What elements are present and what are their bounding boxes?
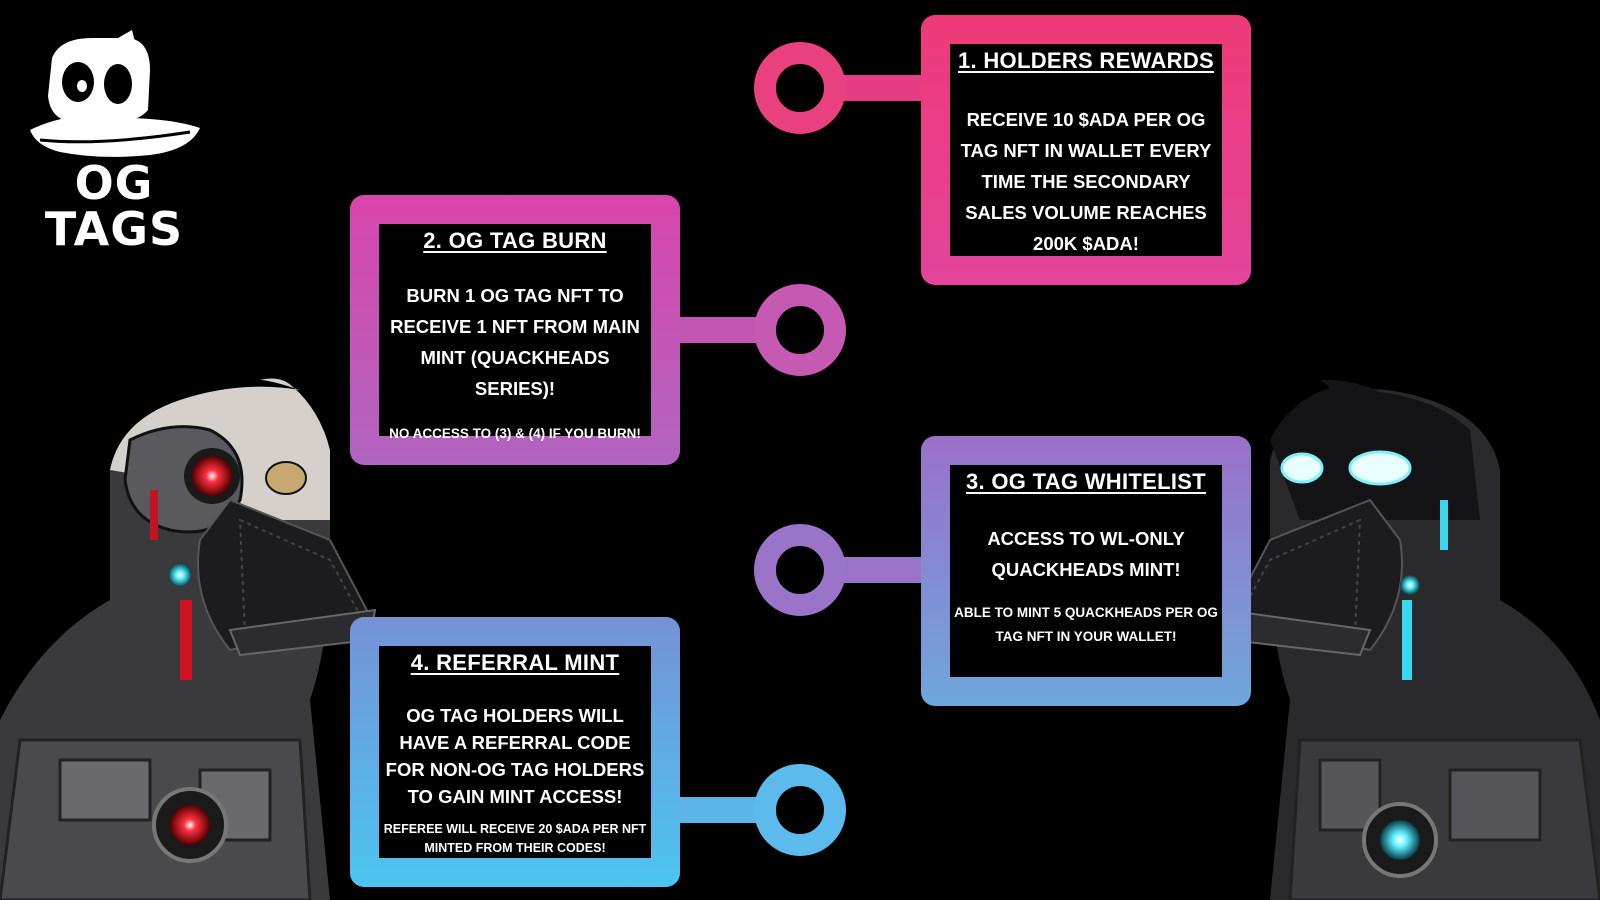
card-content: 2. OG Tag Burn Burn 1 OG Tag NFT to rece… [379,224,651,441]
card-note: Referee will receive 20 $ADA per NFT min… [383,822,647,855]
card-holders-rewards: 1. Holders Rewards Receive 10 $ADA per O… [921,15,1251,285]
timeline-node-4 [754,764,846,856]
card-note: No access to (3) & (4) if you burn! [389,426,641,441]
card-description: Access to WL-only Quackheads mint! [987,528,1185,580]
card-title: 1. Holders Rewards [958,48,1214,73]
card-content: 4. Referral Mint OG Tag holders will hav… [379,646,651,858]
red-light-strip [180,600,192,680]
card-referral-mint: 4. Referral Mint OG Tag holders will hav… [350,617,680,887]
card-title: 4. Referral Mint [410,650,620,675]
timeline-node-1 [754,42,846,134]
right-cyborg-duck-illustration [1223,379,1600,900]
timeline [675,0,925,900]
card-description: Burn 1 OG Tag NFT to receive 1 NFT from … [390,285,640,399]
timeline-node-3 [754,524,846,616]
timeline-node-2 [754,284,846,376]
card-description: Receive 10 $ADA per OG Tag NFT in wallet… [960,109,1212,254]
card-title: 2. OG Tag Burn [423,228,607,253]
card-content: 3. OG Tag Whitelist Access to WL-only Qu… [950,465,1222,677]
card-og-tag-burn: 2. OG Tag Burn Burn 1 OG Tag NFT to rece… [350,195,680,465]
card-content: 1. Holders Rewards Receive 10 $ADA per O… [950,44,1222,256]
duck-skull-icon [30,30,200,157]
card-note: Able to mint 5 Quackheads per OG Tag NFT… [954,605,1218,644]
cyan-light-strip [1402,600,1412,680]
logo-title: OG TAGS [44,156,184,256]
card-description: OG Tag holders will have a referral code… [385,705,645,807]
card-og-tag-whitelist: 3. OG Tag Whitelist Access to WL-only Qu… [921,436,1251,706]
left-cyborg-duck-illustration [0,378,377,900]
card-title: 3. OG Tag Whitelist [966,469,1206,494]
